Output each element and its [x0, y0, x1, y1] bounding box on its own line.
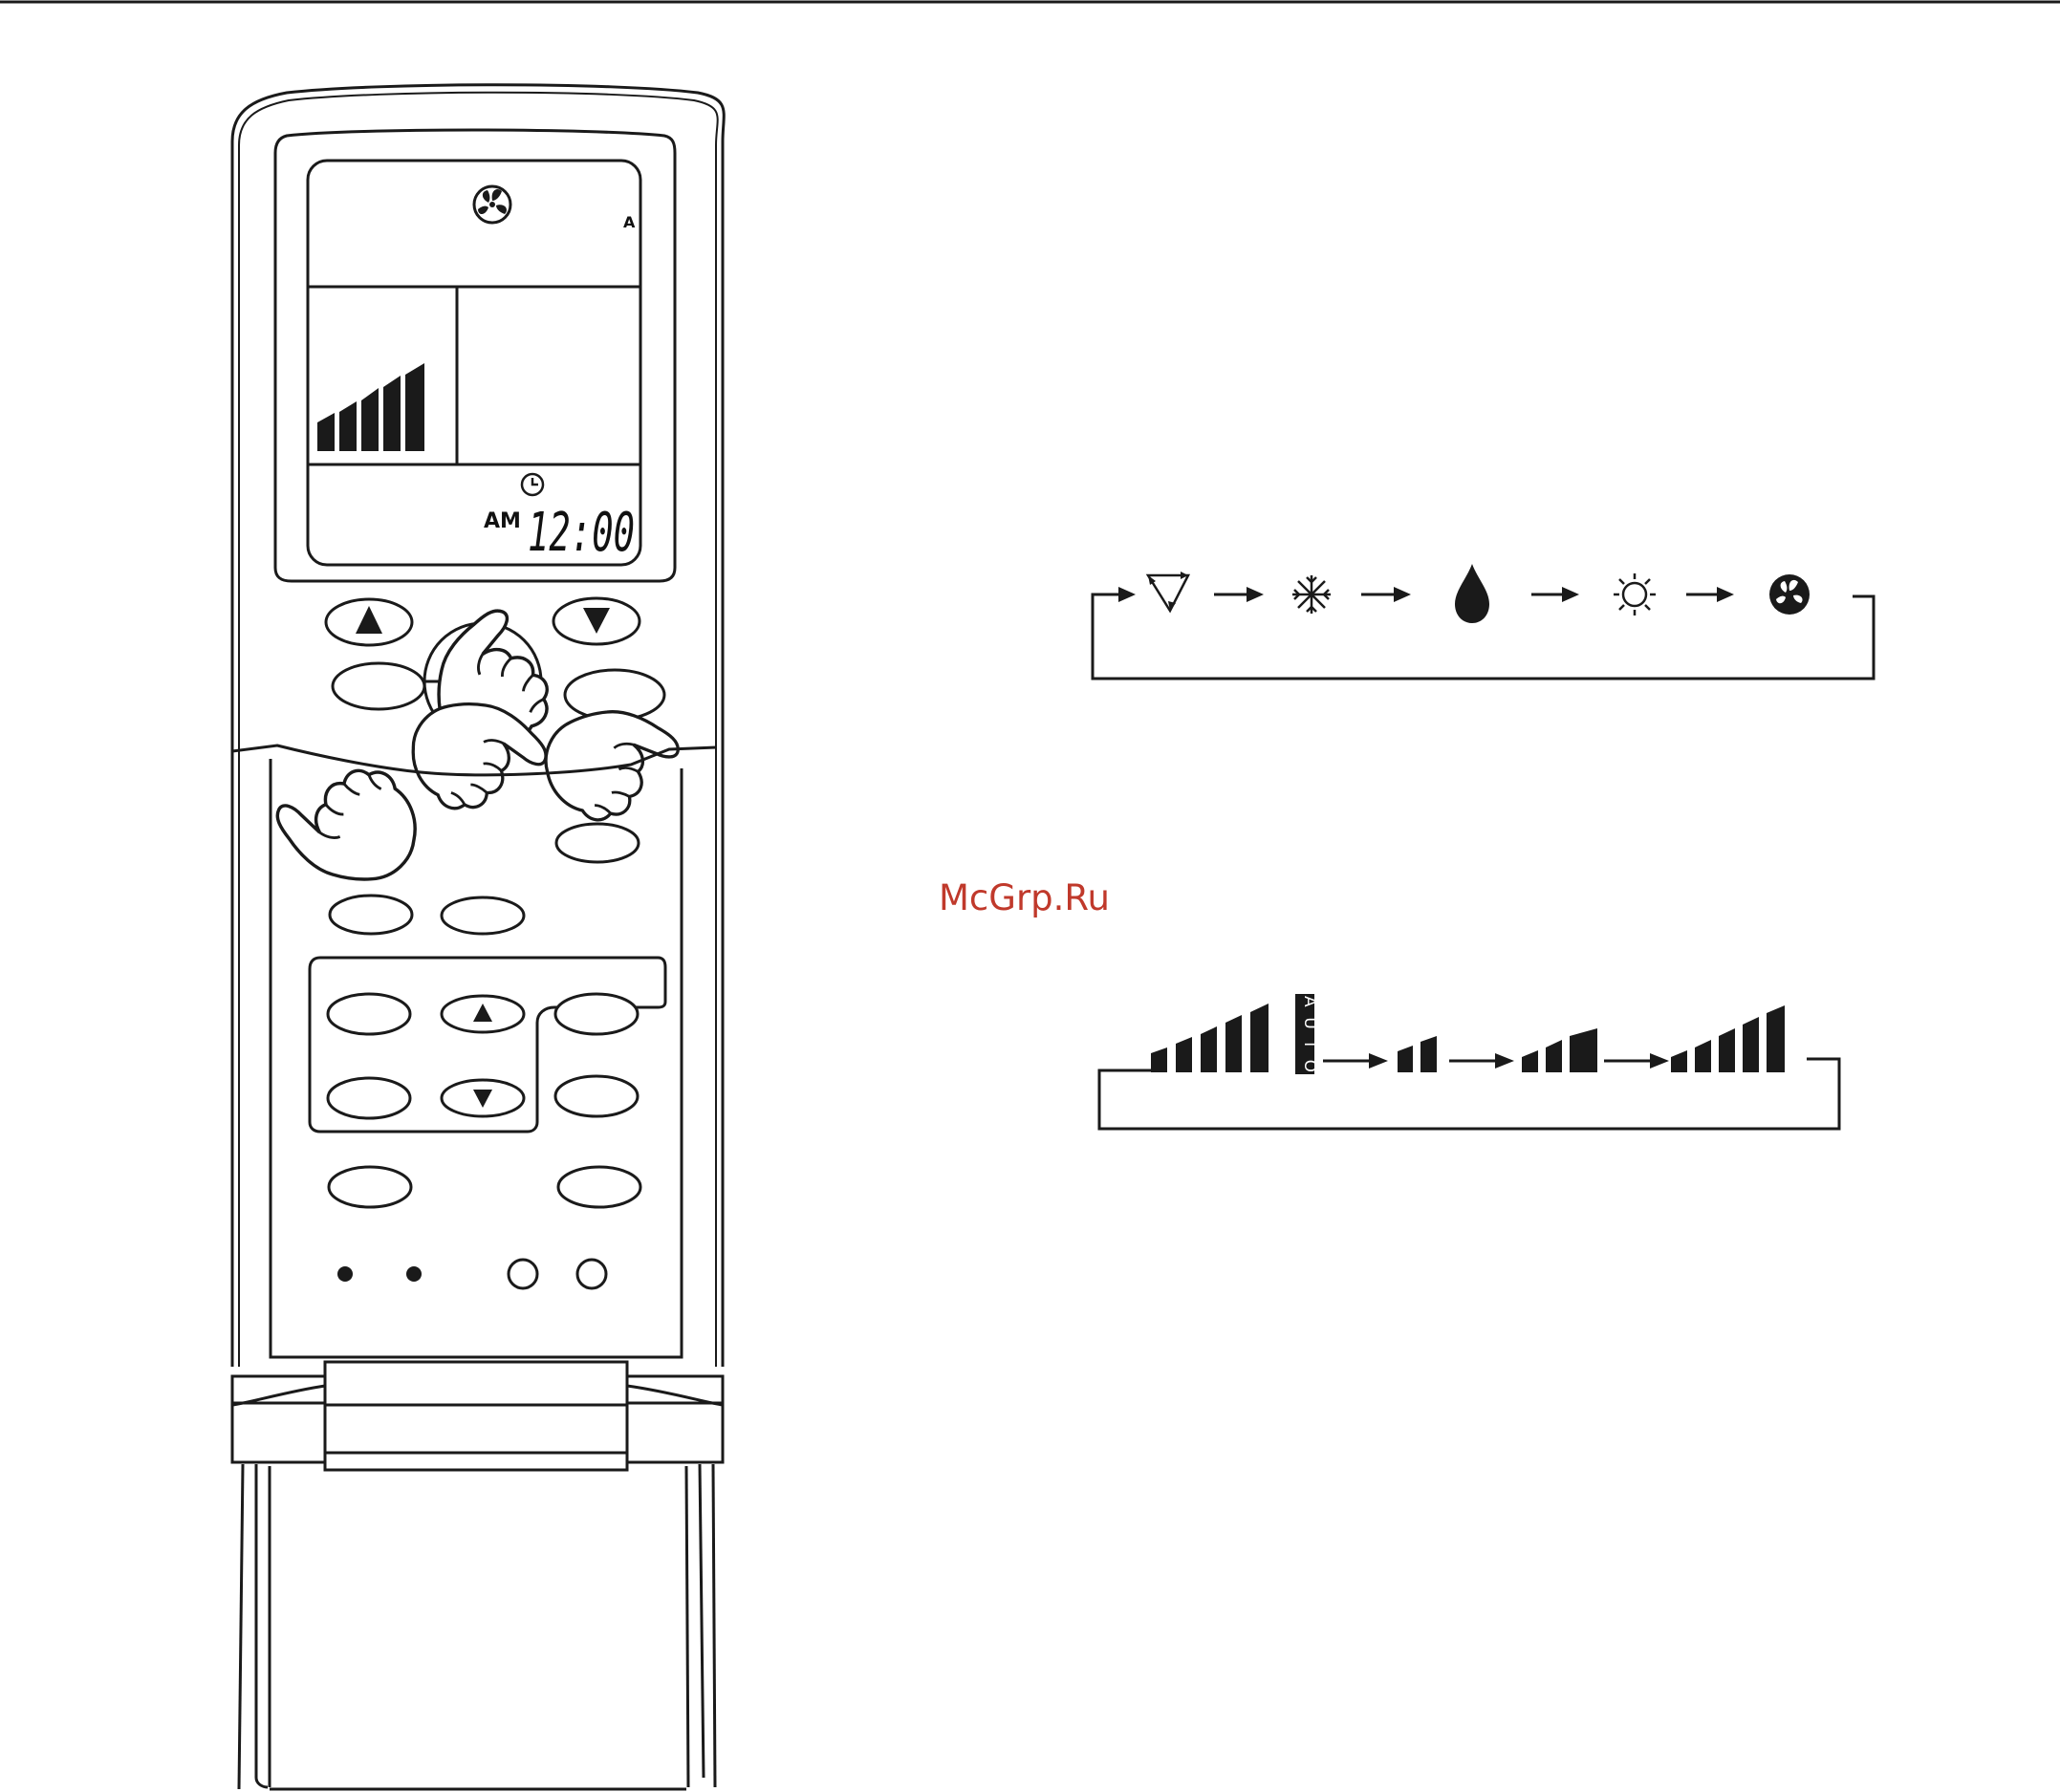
auto-indicator: A	[623, 213, 636, 231]
mode-cycle-diagram	[1093, 564, 1874, 679]
speed-bar	[1671, 1050, 1687, 1072]
speed-bar	[1719, 1028, 1735, 1072]
fan-icon	[474, 186, 510, 223]
snowflake-icon	[1292, 575, 1331, 614]
speed-bar	[1176, 1037, 1192, 1072]
button-g[interactable]	[558, 1167, 640, 1207]
speed-bar	[1201, 1026, 1217, 1072]
indicator-dot	[406, 1266, 422, 1282]
button-e[interactable]	[555, 1076, 638, 1116]
left-button[interactable]	[333, 663, 424, 709]
slide-cover	[239, 1464, 715, 1789]
cover-hinge	[232, 1362, 723, 1470]
button-c[interactable]	[330, 896, 412, 934]
speed-bar	[1250, 1004, 1269, 1072]
speed-bar	[1695, 1040, 1711, 1072]
indicator-dot	[337, 1266, 353, 1282]
clock-button[interactable]	[328, 1078, 410, 1118]
am-label: AM	[484, 509, 521, 533]
lcd-fan-speed-bars	[317, 363, 424, 451]
clock-icon	[522, 474, 543, 495]
watermark: McGrp.Ru	[939, 877, 1110, 918]
sun-icon	[1614, 573, 1656, 615]
hand-pointer-icon	[271, 758, 430, 904]
reset-hole[interactable]	[509, 1260, 537, 1288]
clock-display: 12:00	[528, 502, 635, 564]
speed-bar	[1743, 1017, 1759, 1072]
speed-bar	[1546, 1040, 1562, 1072]
speed-bar	[1570, 1028, 1597, 1072]
speed-bar	[1151, 1047, 1167, 1072]
speed-bar	[1522, 1050, 1538, 1072]
speed-bar	[1767, 1005, 1785, 1072]
water-drop-icon	[1455, 564, 1489, 623]
button-b[interactable]	[556, 824, 639, 862]
lock-hole[interactable]	[577, 1260, 606, 1288]
fan-icon	[1769, 574, 1810, 615]
button-f[interactable]	[329, 1167, 411, 1207]
speed-bar	[1225, 1015, 1242, 1072]
speed-bar	[1420, 1036, 1437, 1072]
auto-mode-icon	[1148, 572, 1188, 611]
button-d[interactable]	[442, 897, 524, 934]
timer-on-button[interactable]	[328, 994, 410, 1034]
speed-bar	[1398, 1046, 1413, 1072]
fan-speed-cycle-diagram: AUTO	[1099, 994, 1839, 1129]
timer-off-button[interactable]	[555, 994, 638, 1034]
